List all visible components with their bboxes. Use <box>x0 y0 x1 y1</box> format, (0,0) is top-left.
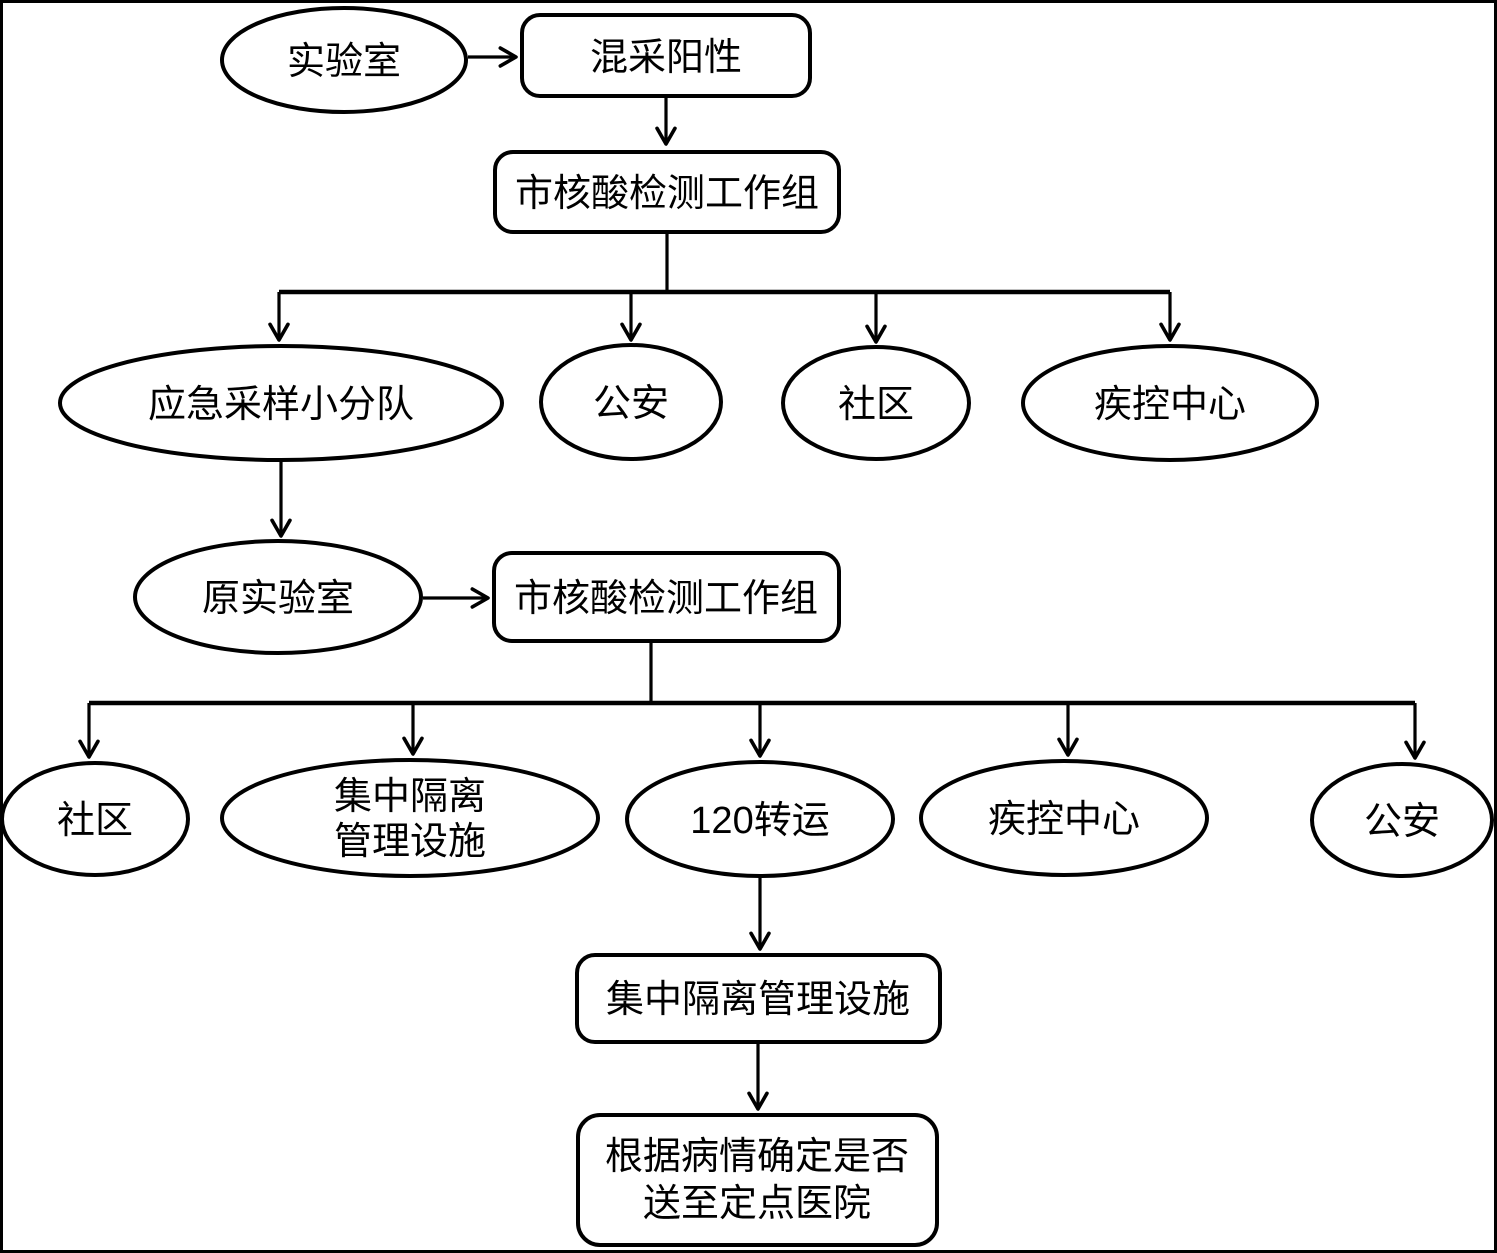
node-cdc-1: 疾控中心 <box>1021 344 1319 462</box>
isolation-facility-ellipse <box>220 758 600 878</box>
node-workgroup-2: 市核酸检测工作组 <box>492 551 841 643</box>
transfer120-ellipse <box>625 760 895 878</box>
node-transfer-120: 120转运 <box>625 760 895 878</box>
hospital-decision-label-line2: 送至定点医院 <box>643 1183 871 1225</box>
node-isolation-facility-ellipse: 集中隔离 管理设施 <box>220 758 600 878</box>
hospital-decision-label-line1: 根据病情确定是否 <box>605 1136 909 1178</box>
original-lab-label: 原实验室 <box>202 578 354 620</box>
workgroup1-rect <box>493 150 841 234</box>
node-emergency-team: 应急采样小分队 <box>58 344 504 462</box>
original-lab-ellipse <box>133 539 423 655</box>
police2-label: 公安 <box>1364 801 1440 843</box>
transfer120-label: 120转运 <box>690 800 829 842</box>
node-cdc-2: 疾控中心 <box>919 759 1209 877</box>
isolation-facility-rect <box>575 953 942 1044</box>
node-lab: 实验室 <box>220 6 468 114</box>
node-mixed-positive: 混采阳性 <box>520 13 812 98</box>
node-community-1: 社区 <box>781 345 971 461</box>
emergency-team-label: 应急采样小分队 <box>148 384 414 426</box>
node-police-2: 公安 <box>1310 762 1494 878</box>
node-police-1: 公安 <box>539 343 723 461</box>
node-original-lab: 原实验室 <box>133 539 423 655</box>
node-isolation-facility-rect: 集中隔离管理设施 <box>575 953 942 1044</box>
node-community-2: 社区 <box>0 761 190 877</box>
isolation-facility-rect-label: 集中隔离管理设施 <box>606 979 910 1021</box>
cdc1-ellipse <box>1021 344 1319 462</box>
community2-ellipse <box>0 761 190 877</box>
isolation-facility-ellipse-label-line1: 集中隔离 <box>334 776 486 818</box>
workgroup1-label: 市核酸检测工作组 <box>515 173 819 215</box>
police1-label: 公安 <box>593 383 669 425</box>
lab-ellipse <box>220 6 468 114</box>
node-workgroup-1: 市核酸检测工作组 <box>493 150 841 234</box>
hospital-decision-rect <box>576 1113 939 1247</box>
edges <box>78 46 1426 1111</box>
cdc2-ellipse <box>919 759 1209 877</box>
police2-ellipse <box>1310 762 1494 878</box>
lab-label: 实验室 <box>287 41 401 83</box>
community1-ellipse <box>781 345 971 461</box>
workgroup2-rect <box>492 551 841 643</box>
isolation-facility-ellipse-label-line2: 管理设施 <box>334 821 486 863</box>
emergency-team-ellipse <box>58 344 504 462</box>
community2-label: 社区 <box>57 800 133 842</box>
node-hospital-decision: 根据病情确定是否 送至定点医院 <box>576 1113 939 1247</box>
community1-label: 社区 <box>838 384 914 426</box>
cdc2-label: 疾控中心 <box>988 799 1140 841</box>
police1-ellipse <box>539 343 723 461</box>
mixed-positive-rect <box>520 13 812 98</box>
workgroup2-label: 市核酸检测工作组 <box>514 578 818 620</box>
cdc1-label: 疾控中心 <box>1094 384 1246 426</box>
mixed-positive-label: 混采阳性 <box>590 37 742 79</box>
